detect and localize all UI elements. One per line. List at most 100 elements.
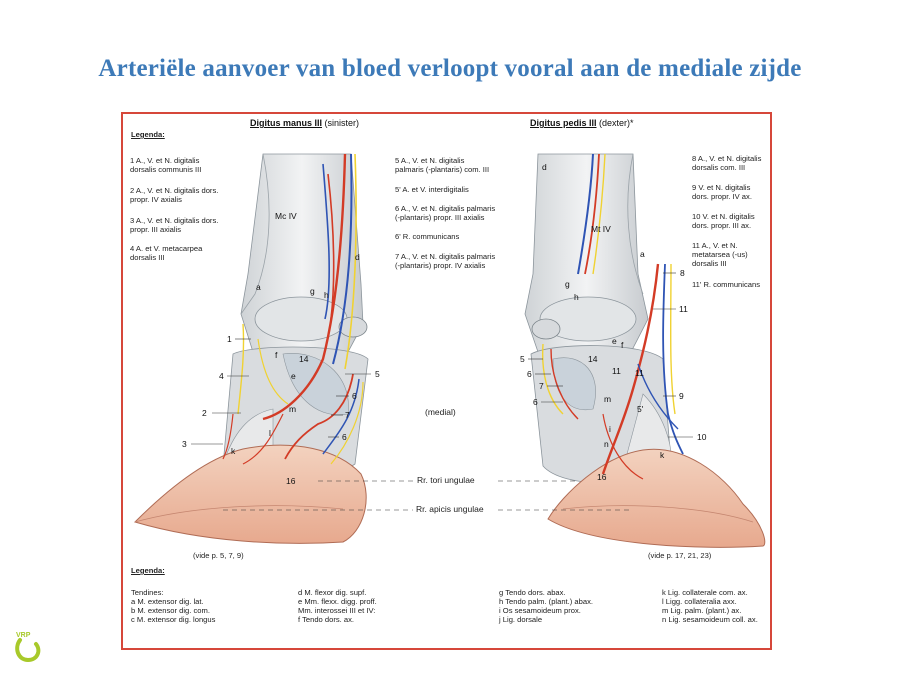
image-label: 16: [286, 476, 296, 486]
leader-number: 4: [219, 371, 224, 381]
legend-line: dorsalis III: [130, 253, 165, 262]
medial-label: (medial): [425, 407, 456, 417]
image-label: a: [640, 249, 645, 259]
leader-number: 11: [679, 304, 688, 314]
legend-line: f Tendo dors. ax.: [298, 615, 355, 624]
legend-line: 5 A., V. et N. digitalis: [395, 156, 465, 165]
legend-line: dorsalis III: [692, 259, 727, 268]
anatomy-plate: Digitus manus III (sinister) Digitus ped…: [121, 112, 772, 650]
image-label: f: [275, 350, 278, 360]
right-plate-header: Digitus pedis III (dexter)*: [530, 118, 634, 128]
image-label: h: [574, 292, 579, 302]
legend-line: b M. extensor dig. com.: [131, 606, 210, 615]
legend-line: 6' R. communicans: [395, 232, 460, 241]
legend-line: 4 A. et V. metacarpea: [130, 244, 203, 253]
left-digit-drawing: [134, 153, 369, 544]
legend-title-bottom: Legenda:: [131, 566, 165, 575]
leader-number: 6: [342, 432, 347, 442]
image-label: d: [542, 162, 547, 172]
right-digit-drawing: [524, 153, 766, 548]
legend-line: metatarsea (-us): [692, 250, 748, 259]
legend-line: Mm. interossei III et IV:: [298, 606, 376, 615]
legend-line: l Ligg. collateralia axx.: [662, 597, 737, 606]
leader-number: 3: [182, 439, 187, 449]
leader-number: 2: [202, 408, 207, 418]
legend-line: dorsalis communis III: [130, 165, 202, 174]
image-label: k: [231, 446, 236, 456]
image-label: e: [291, 371, 296, 381]
legend-line: 1 A., V. et N. digitalis: [130, 156, 200, 165]
image-label: m: [289, 404, 297, 414]
image-label: k: [660, 450, 665, 460]
image-label: n: [604, 439, 609, 449]
leader-number: 7: [345, 410, 350, 420]
rr-tori-label: Rr. tori ungulae: [417, 475, 475, 485]
image-label: m: [604, 394, 612, 404]
image-label: 16: [597, 472, 607, 482]
rr-apicis-label: Rr. apicis ungulae: [416, 504, 484, 514]
legend-line: 8 A., V. et N. digitalis: [692, 154, 762, 163]
legend-line: c M. extensor dig. longus: [131, 615, 216, 624]
legend-line: e Mm. flexx. digg. proff.: [298, 597, 377, 606]
legend-line: g Tendo dors. abax.: [499, 588, 566, 597]
legend-line: Tendines:: [131, 588, 164, 597]
image-label: l: [269, 428, 271, 438]
legend-line: d M. flexor dig. supf.: [298, 588, 367, 597]
leader-lines: [191, 272, 693, 511]
leader-number: 6: [533, 397, 538, 407]
legend-line: 3 A., V. et N. digitalis dors.: [130, 216, 219, 225]
image-label: g: [310, 286, 315, 296]
legend-line: k Lig. collaterale com. ax.: [662, 588, 748, 597]
legend-line: 7 A., V. et N. digitalis palmaris: [395, 252, 496, 261]
leader-number: 1: [227, 334, 232, 344]
image-label: g: [565, 279, 570, 289]
logo-text: VRP: [16, 632, 31, 639]
leader-number: 5: [375, 369, 380, 379]
legend-line: j Lig. dorsale: [499, 615, 543, 624]
leader-number: 11: [635, 368, 644, 378]
legend-line: a M. extensor dig. lat.: [131, 597, 204, 606]
leader-number: 5': [637, 404, 644, 414]
legend-line: dors. propr. III ax.: [692, 221, 752, 230]
vide-right: (vide p. 17, 21, 23): [648, 551, 712, 560]
image-label: Mc IV: [275, 211, 297, 221]
legend-line: 5' A. et V. interdigitalis: [395, 185, 469, 194]
legend-line: 6 A., V. et N. digitalis palmaris: [395, 204, 496, 213]
legend-line: m Lig. palm. (plant.) ax.: [662, 606, 742, 615]
vrp-logo: VRP: [15, 632, 41, 663]
image-label: 11: [612, 366, 621, 376]
legend-line: 10 V. et N. digitalis: [692, 212, 755, 221]
legend-line: 9 V. et N. digitalis: [692, 183, 751, 192]
legend-line: 11' R. communicans: [692, 280, 760, 289]
vide-left: (vide p. 5, 7, 9): [193, 551, 244, 560]
leader-number: 6: [352, 391, 357, 401]
image-label: e: [612, 336, 617, 346]
legend-line: propr. IV axialis: [130, 195, 182, 204]
legend-line: h Tendo palm. (plant.) abax.: [499, 597, 593, 606]
legend-line: 11 A., V. et N.: [692, 241, 738, 250]
image-label: d: [355, 252, 360, 262]
legend-line: propr. III axialis: [130, 225, 182, 234]
legend-line: dorsalis com. III: [692, 163, 746, 172]
legend-line: palmaris (-plantaris) com. III: [395, 165, 490, 174]
legend-line: i Os sesamoideum prox.: [499, 606, 581, 615]
image-label: 14: [588, 354, 598, 364]
image-label: 14: [299, 354, 309, 364]
image-label: h: [324, 290, 329, 300]
legend-line: (-plantaris) propr. IV axialis: [395, 261, 486, 270]
left-plate-header: Digitus manus III (sinister): [250, 118, 360, 128]
image-label: i: [609, 424, 611, 434]
leader-number: 10: [697, 432, 707, 442]
image-label: Mt IV: [591, 224, 611, 234]
legend-line: 2 A., V. et N. digitalis dors.: [130, 186, 219, 195]
image-label: a: [256, 282, 261, 292]
leader-number: 5: [520, 354, 525, 364]
slide-title: Arteriële aanvoer van bloed verloopt voo…: [98, 55, 802, 82]
legend-line: n Lig. sesamoideum coll. ax.: [662, 615, 758, 624]
digit-illustrations: [134, 153, 766, 548]
image-label: f: [621, 340, 624, 350]
legend-title-top: Legenda:: [131, 130, 165, 139]
legend-line: dors. propr. IV ax.: [692, 192, 752, 201]
legend-line: (-plantaris) propr. III axialis: [395, 213, 485, 222]
leader-number: 8: [680, 268, 685, 278]
